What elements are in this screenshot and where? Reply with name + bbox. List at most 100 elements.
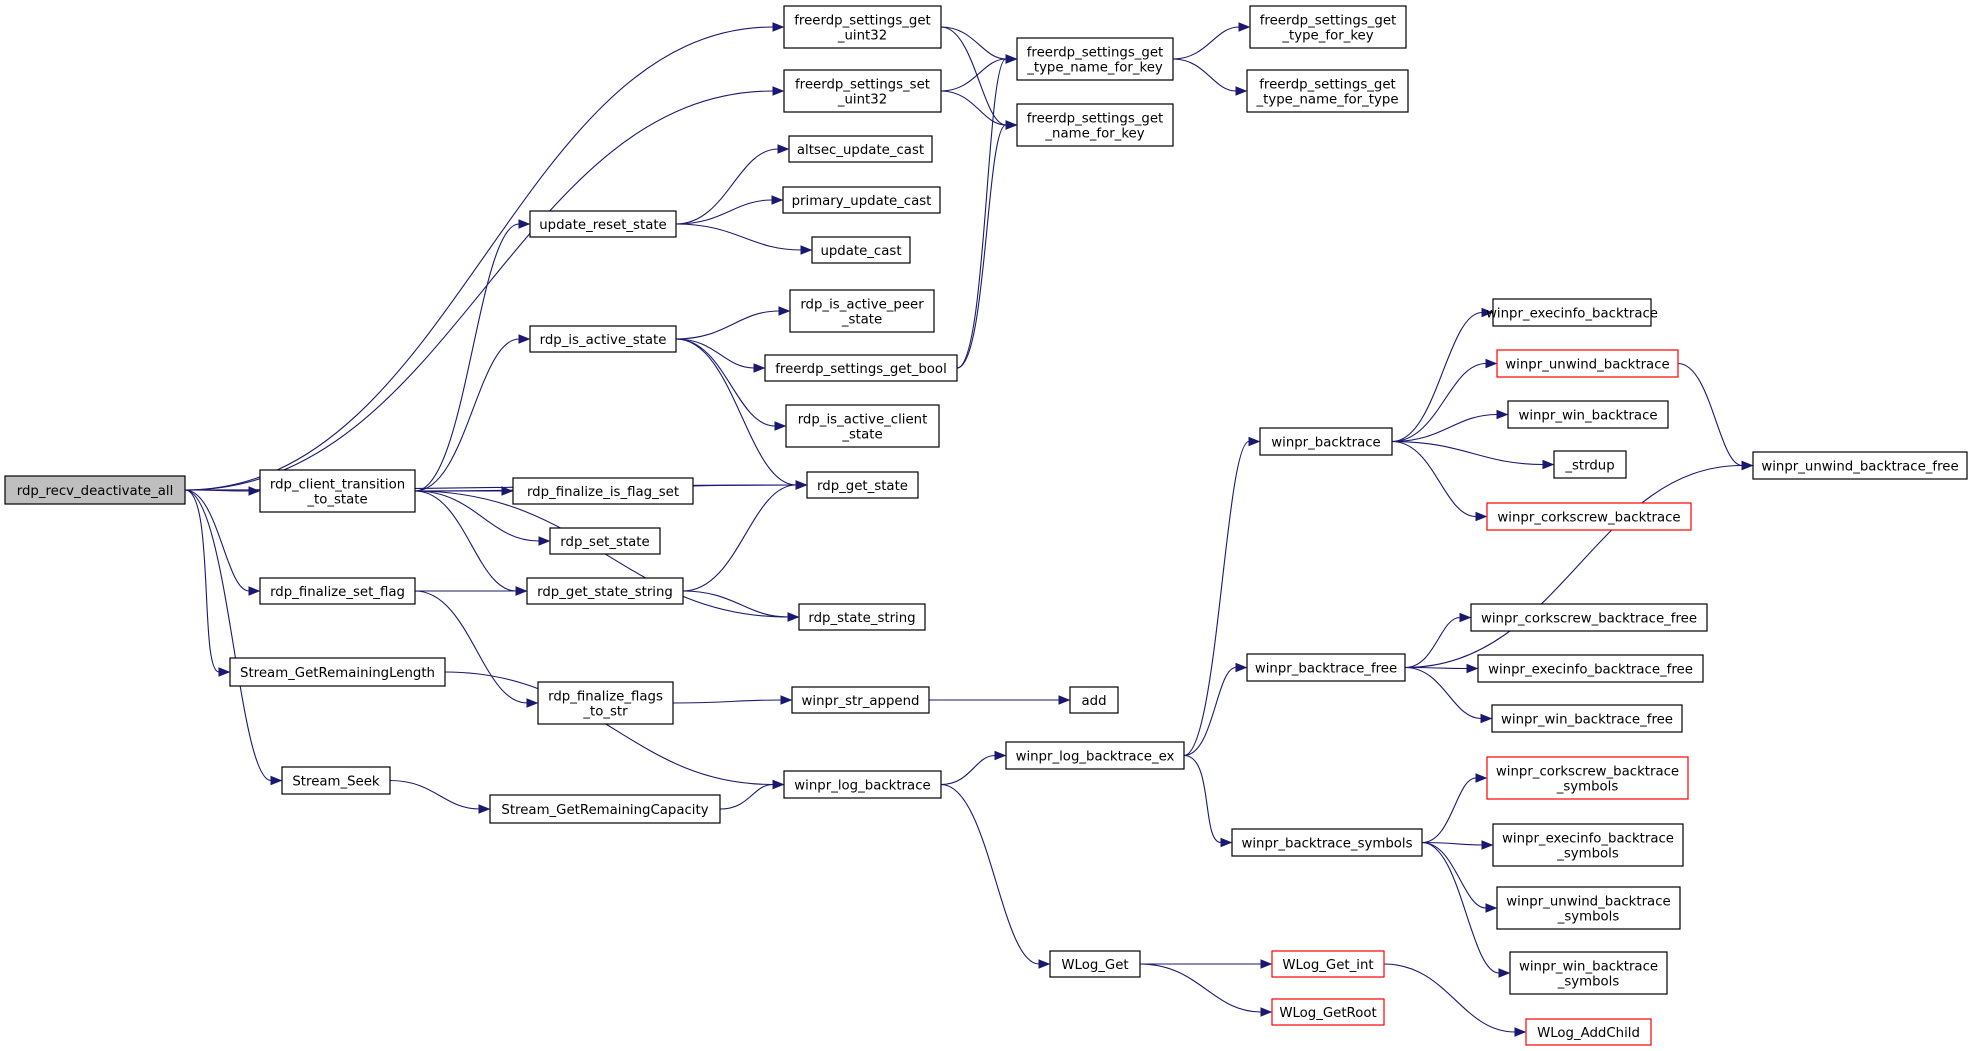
node-execinfo-backtrace-symbols[interactable]: winpr_execinfo_backtrace_symbols <box>1492 823 1684 867</box>
node-label: rdp_state_string <box>808 611 915 626</box>
node-finalize-set-flag[interactable]: rdp_finalize_set_flag <box>259 577 416 605</box>
node-label: _symbols <box>1556 847 1619 862</box>
node-layer: rdp_recv_deactivate_all rdp_client_transi… <box>4 5 1968 1046</box>
node-root[interactable]: rdp_recv_deactivate_all <box>4 475 186 505</box>
edge-arrowhead <box>1260 959 1273 969</box>
edge-arrowhead <box>774 421 787 431</box>
node-winpr-backtrace-symbols[interactable]: winpr_backtrace_symbols <box>1231 828 1423 857</box>
edge-winpr_backtrace-to-strdup <box>1391 440 1555 470</box>
node-winpr-log-backtrace[interactable]: winpr_log_backtrace <box>783 770 942 799</box>
node-client-transition[interactable]: rdp_client_transition_to_state <box>259 469 416 513</box>
node-unwind-backtrace-symbols[interactable]: winpr_unwind_backtrace_symbols <box>1496 886 1681 930</box>
edge-arrowhead <box>777 144 790 154</box>
node-corkscrew-backtrace-free[interactable]: winpr_corkscrew_backtrace_free <box>1470 603 1708 632</box>
node-label: winpr_execinfo_backtrace <box>1486 307 1658 322</box>
edge-settings_get_bool-to-type_name_for_key <box>956 54 1018 369</box>
node-box <box>1069 686 1119 714</box>
node-primary-update-cast[interactable]: primary_update_cast <box>782 186 941 214</box>
node-is-active-client-state[interactable]: rdp_is_active_client_state <box>785 404 940 448</box>
node-label: winpr_corkscrew_backtrace_free <box>1481 612 1697 627</box>
node-execinfo-backtrace[interactable]: winpr_execinfo_backtrace <box>1486 298 1658 327</box>
node-label: WLog_Get_int <box>1282 958 1373 973</box>
node-update-reset-state[interactable]: update_reset_state <box>529 210 677 238</box>
edge-arrowhead <box>1459 612 1472 623</box>
edge-settings_set_uint32-to-type_name_for_key <box>940 54 1018 92</box>
edge-line <box>414 223 520 492</box>
node-label: winpr_backtrace_symbols <box>1241 837 1412 852</box>
node-name-for-key[interactable]: freerdp_settings_get_name_for_key <box>1016 103 1174 147</box>
node-rdp-state-string[interactable]: rdp_state_string <box>798 603 926 631</box>
node-label: altsec_update_cast <box>797 143 924 158</box>
edge-line <box>1404 464 1743 669</box>
node-label: _name_for_key <box>1044 127 1144 142</box>
node-settings-get-uint32[interactable]: freerdp_settings_get_uint32 <box>783 5 942 49</box>
node-stream-remaining-length[interactable]: Stream_GetRemainingLength <box>229 657 446 687</box>
edge-line <box>1404 666 1482 720</box>
edge-line <box>1383 963 1516 1033</box>
node-label: _state <box>841 313 882 328</box>
node-rdp-get-state-string[interactable]: rdp_get_state_string <box>526 577 684 605</box>
node-type-name-for-key[interactable]: freerdp_settings_get_type_name_for_key <box>1016 37 1174 81</box>
edge-line <box>940 754 996 786</box>
node-winpr-backtrace-free[interactable]: winpr_backtrace_free <box>1246 653 1406 682</box>
node-box <box>512 477 694 505</box>
node-corkscrew-backtrace[interactable]: winpr_corkscrew_backtrace <box>1486 502 1692 531</box>
node-box <box>259 577 416 605</box>
edge-line <box>940 90 1007 126</box>
edge-line <box>414 490 517 592</box>
node-finalize-flags-to-str[interactable]: rdp_finalize_flags_to_str <box>537 681 674 725</box>
edge-arrowhead <box>1514 1027 1527 1037</box>
node-rdp-get-state[interactable]: rdp_get_state <box>806 471 919 499</box>
node-settings-get-bool[interactable]: freerdp_settings_get_bool <box>764 354 958 382</box>
node-add[interactable]: add <box>1069 686 1119 714</box>
node-wlog-get-int[interactable]: WLog_Get_int <box>1271 950 1385 978</box>
edge-rdp_is_active_state-to-is_active_peer_state <box>675 306 791 340</box>
node-type-name-for-type[interactable]: freerdp_settings_get_type_name_for_type <box>1246 69 1409 113</box>
node-corkscrew-backtrace-symbols[interactable]: winpr_corkscrew_backtrace_symbols <box>1486 756 1689 800</box>
node-win-backtrace-free[interactable]: winpr_win_backtrace_free <box>1491 704 1683 733</box>
node-win-backtrace[interactable]: winpr_win_backtrace <box>1507 400 1669 429</box>
node-finalize-is-flag-set[interactable]: rdp_finalize_is_flag_set <box>512 477 694 505</box>
edge-line <box>1677 362 1743 467</box>
node-box <box>1496 886 1681 930</box>
edge-line <box>675 148 779 225</box>
node-wlog-get-root[interactable]: WLog_GetRoot <box>1271 998 1385 1026</box>
edge-update_reset_state-to-update_cast <box>675 223 813 255</box>
node-win-backtrace-symbols[interactable]: winpr_win_backtrace_symbols <box>1509 951 1668 995</box>
node-winpr-backtrace[interactable]: winpr_backtrace <box>1259 427 1393 456</box>
node-is-active-peer-state[interactable]: rdp_is_active_peer_state <box>789 289 935 333</box>
edge-line <box>1391 311 1483 443</box>
node-label: rdp_is_active_peer <box>800 298 924 313</box>
node-box <box>785 404 940 448</box>
node-update-cast[interactable]: update_cast <box>811 236 911 264</box>
edge-arrowhead <box>1038 959 1051 969</box>
edge-root-to-settings_set_uint32 <box>184 86 785 491</box>
node-settings-set-uint32[interactable]: freerdp_settings_set_uint32 <box>783 69 942 113</box>
node-execinfo-backtrace-free[interactable]: winpr_execinfo_backtrace_free <box>1477 654 1704 683</box>
node-box <box>783 69 942 113</box>
node-box <box>1049 950 1141 978</box>
edge-line <box>414 490 540 542</box>
node-box <box>1553 450 1627 479</box>
node-rdp-set-state[interactable]: rdp_set_state <box>549 527 661 555</box>
node-unwind-backtrace[interactable]: winpr_unwind_backtrace <box>1496 349 1679 378</box>
node-altsec-update-cast[interactable]: altsec_update_cast <box>788 135 933 163</box>
edge-arrowhead <box>778 306 791 316</box>
node-type-for-key[interactable]: freerdp_settings_get_type_for_key <box>1249 5 1407 49</box>
node-wlog-add-child[interactable]: WLog_AddChild <box>1525 1018 1652 1046</box>
node-rdp-is-active-state[interactable]: rdp_is_active_state <box>529 325 677 353</box>
edge-arrowhead <box>1741 460 1754 471</box>
node-stream-remaining-capacity[interactable]: Stream_GetRemainingCapacity <box>489 794 721 824</box>
node-stream-seek[interactable]: Stream_Seek <box>281 766 391 795</box>
edge-arrowhead <box>753 363 766 373</box>
edge-line <box>414 338 520 492</box>
edge-arrowhead <box>1248 436 1261 447</box>
edge-winpr_backtrace_symbols-to-unwind_backtrace_symbols <box>1421 841 1498 913</box>
node-winpr-str-append[interactable]: winpr_str_append <box>791 686 930 714</box>
node-strdup[interactable]: _strdup <box>1553 450 1627 479</box>
node-unwind-backtrace-free[interactable]: winpr_unwind_backtrace_free <box>1752 451 1968 480</box>
node-wlog-get[interactable]: WLog_Get <box>1049 950 1141 978</box>
node-label: add <box>1081 694 1106 709</box>
node-winpr-log-backtrace-ex[interactable]: winpr_log_backtrace_ex <box>1005 741 1185 770</box>
node-box <box>1246 653 1406 682</box>
